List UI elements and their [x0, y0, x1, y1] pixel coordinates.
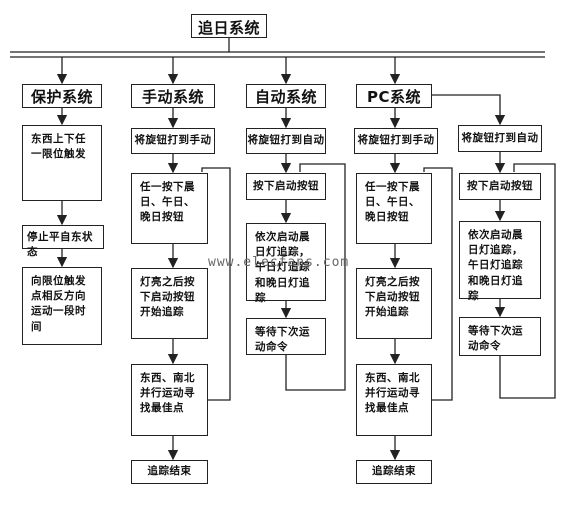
diagram-title: 追日系统 [191, 14, 267, 38]
auto-step-1: 将旋钮打到自动 [246, 128, 326, 154]
pc-step-5: 追踪结束 [356, 460, 432, 484]
manual-step-5: 追踪结束 [131, 460, 208, 484]
manual-step-1: 将旋钮打到手动 [131, 128, 215, 154]
pc-step-1: 将旋钮打到手动 [354, 128, 438, 154]
protection-step-1: 东西上下任一限位触发 [22, 125, 102, 201]
pc-step-4: 东西、南北并行运动寻找最佳点 [356, 364, 432, 436]
pc-step-2: 任一按下晨日、午日、晚日按钮 [356, 173, 432, 244]
pc-auto-step-4: 等待下次运动命令 [459, 317, 541, 356]
manual-step-2: 任一按下晨日、午日、晚日按钮 [131, 173, 208, 244]
watermark: www.elecfans.com [208, 255, 350, 270]
header-protection-system: 保护系统 [22, 84, 102, 108]
auto-step-2: 按下启动按钮 [246, 173, 326, 200]
auto-step-3: 依次启动晨日灯追踪，午日灯追踪和晚日灯追踪 [246, 223, 326, 304]
protection-step-3: 向限位触发点相反方向运动一段时间 [22, 267, 102, 345]
pc-auto-step-1: 将旋钮打到自动 [458, 125, 542, 152]
manual-step-3: 灯亮之后按下启动按钮开始追踪 [131, 268, 208, 339]
manual-step-4: 东西、南北并行运动寻找最佳点 [131, 364, 208, 436]
header-auto-system: 自动系统 [246, 84, 326, 108]
pc-auto-step-2: 按下启动按钮 [459, 173, 541, 200]
header-manual-system: 手动系统 [131, 84, 215, 108]
protection-step-2: 停止平自东状态 [22, 225, 104, 258]
pc-auto-step-3: 依次启动晨日灯追踪，午日灯追踪和晚日灯追踪 [459, 221, 541, 302]
header-pc-system: PC系统 [356, 84, 432, 108]
auto-step-4: 等待下次运动命令 [246, 318, 326, 355]
pc-step-3: 灯亮之后按下启动按钮开始追踪 [356, 268, 432, 339]
